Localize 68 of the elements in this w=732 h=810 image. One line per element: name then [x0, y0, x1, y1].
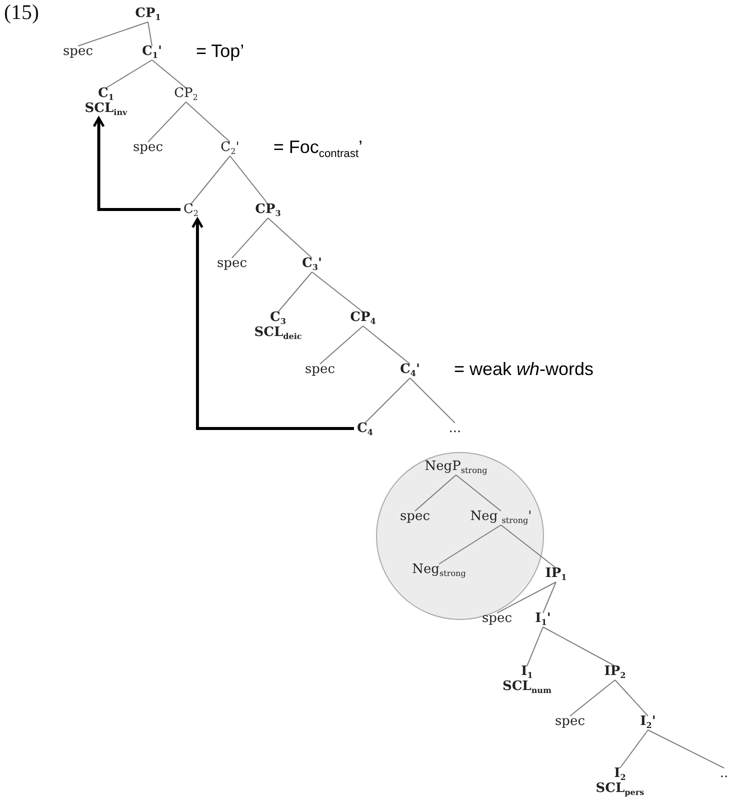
tree-node-label: C$_{4}$' — [400, 362, 420, 377]
tree-branch — [526, 626, 544, 666]
tree-node-label: C$_{4}$ — [357, 421, 373, 436]
tree-branch — [152, 60, 186, 88]
tree-branch — [570, 680, 616, 716]
tree-node-label: Neg $_{strong}$' — [470, 509, 532, 524]
tree-branch — [78, 22, 148, 46]
tree-node-label: IP$_{2}$ — [604, 664, 626, 679]
tree-branch — [410, 378, 456, 424]
tree-node-label: spec — [305, 362, 335, 377]
tree-node-label: Neg$_{strong}$ — [412, 562, 466, 577]
annotation-text: = Foc$_{contrast}$’ — [273, 137, 363, 157]
tree-branch — [614, 680, 648, 716]
tree-node-label: I$_{1}$ — [520, 664, 534, 679]
tree-branch — [620, 730, 648, 768]
annotation-text: = Top’ — [196, 41, 244, 61]
tree-branch — [648, 730, 724, 768]
tree-branch — [190, 156, 230, 204]
movement-arrow — [92, 116, 180, 211]
movement-arrow — [191, 218, 354, 430]
tree-node-label: spec — [63, 44, 93, 59]
tree-node-label: spec — [217, 256, 247, 271]
tree-node-label: IP$_{1}$ — [545, 566, 567, 581]
tree-branch — [232, 218, 268, 258]
tree-node-label: spec — [555, 714, 585, 729]
tree-node-label: I$_{2}$' — [640, 714, 656, 729]
tree-branch — [148, 102, 186, 142]
tree-branch — [312, 272, 364, 312]
tree-node-label: C$_{3}$ — [269, 310, 287, 325]
tree-branch — [362, 326, 410, 364]
tree-node-label: SCL$_{inv}$ — [84, 101, 128, 116]
tree-node-label: CP$_{1}$ — [135, 6, 161, 21]
tree-branch — [268, 218, 312, 258]
tree-node-label: SCL$_{num}$ — [502, 679, 552, 694]
tree-branch — [148, 22, 152, 46]
tree-node-label: .. — [720, 766, 728, 781]
tree-branch — [500, 524, 556, 568]
tree-node-label: I$_{1}$' — [535, 611, 551, 626]
tree-node-label: NegP$_{strong}$ — [424, 459, 488, 474]
tree-branch — [106, 60, 152, 88]
tree-branch — [278, 272, 312, 312]
tree-branch — [542, 582, 556, 614]
tree-node-label: I$_{2}$ — [613, 766, 627, 781]
tree-node-label: spec — [133, 140, 163, 155]
example-number: (15) — [4, 0, 39, 25]
tree-node-label: SCL$_{deic}$ — [254, 325, 302, 340]
tree-branch — [496, 582, 556, 614]
tree-branch — [456, 474, 502, 512]
tree-node-label: C$_{2}$' — [220, 140, 240, 155]
tree-branch — [438, 524, 502, 564]
tree-node-label: spec — [482, 611, 512, 626]
tree-node-label: C$_{3}$' — [302, 256, 322, 271]
tree-node-label: C$_{2}$ — [183, 202, 199, 217]
tree-node-label: CP$_{4}$ — [350, 310, 376, 325]
tree-node-label: SCL$_{pers}$ — [596, 781, 644, 796]
tree-branch — [414, 474, 456, 512]
tree-branch — [364, 378, 410, 424]
tree-branch — [186, 102, 230, 142]
tree-node-label: C$_{1}$ — [97, 86, 115, 101]
tree-node-label: ... — [448, 421, 462, 436]
tree-node-label: CP$_{3}$ — [255, 202, 281, 217]
tree-branch — [542, 626, 616, 666]
tree-branch — [230, 156, 268, 204]
annotation-text: = weak wh-words — [454, 359, 594, 379]
tree-branch — [320, 326, 364, 364]
tree-node-label: C$_{1}$' — [142, 44, 162, 59]
tree-node-label: spec — [400, 509, 430, 524]
tree-node-label: CP$_{2}$ — [174, 86, 198, 101]
